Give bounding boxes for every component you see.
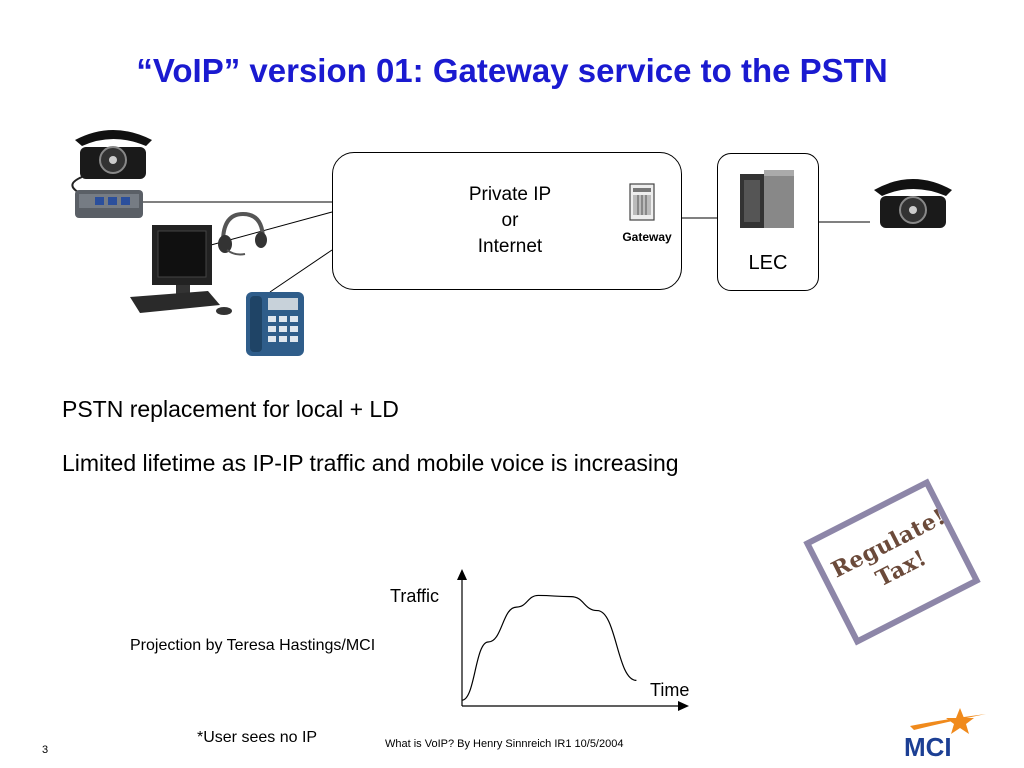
bullet-text: Limited lifetime as IP-IP traffic and mo… [62,450,679,476]
ip-phone-icon [246,292,304,356]
page-number: 3 [42,744,49,756]
slide-footer: What is VoIP? By Henry Sinnreich IR1 10/… [385,738,624,750]
network-label: Private IP or Internet [440,182,580,260]
y-axis-arrow [457,569,467,580]
logo-star-icon [946,708,974,734]
rotary-phone-icon [71,130,152,193]
network-label-line: or [501,210,519,231]
lec-box [717,153,819,291]
headset-icon [218,211,267,256]
rotary-phone-icon [874,179,952,228]
projection-note: Projection by Teresa Hastings/MCI [130,637,376,654]
computer-icon [130,225,232,315]
lec-label: LEC [748,252,788,274]
network-label-line: Private IP [468,184,552,205]
x-axis-arrow [678,701,689,711]
user-note: *User sees no IP [197,729,318,746]
switch-cabinet-icon [740,170,794,228]
modem-icon [75,190,143,218]
mci-logo: MCI [904,708,986,758]
gateway-icon [629,183,655,221]
gateway-label: Gateway [622,230,672,244]
slide-title: “VoIP” version 01: Gateway service to th… [136,52,888,89]
x-axis-label: Time [650,680,690,700]
traffic-chart [457,569,689,711]
bullet-text: PSTN replacement for local + LD [62,396,399,422]
y-axis-label: Traffic [390,586,440,606]
traffic-series-line [461,594,637,701]
link-ipphone-cloud [269,249,333,293]
logo-swoosh [910,714,986,730]
network-label-line: Internet [477,236,543,257]
logo-text: MCI [904,732,952,758]
ip-network-box [332,152,682,290]
